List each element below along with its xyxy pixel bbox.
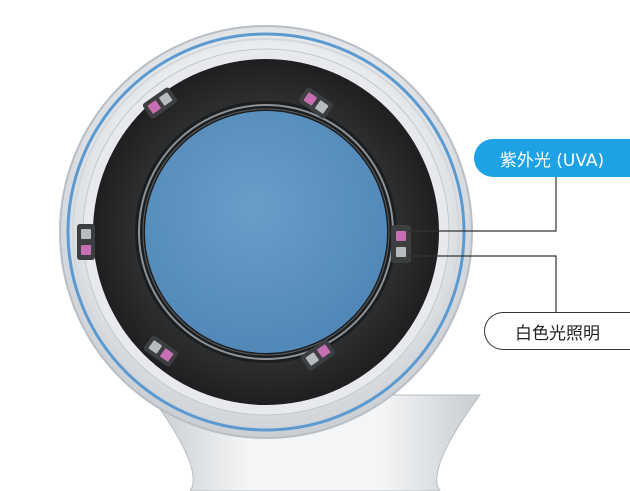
uva-callout-label: 紫外光 (UVA)	[474, 139, 630, 177]
magnifier-lens	[145, 111, 387, 353]
led-cluster-left	[77, 224, 95, 260]
led-cluster-bottom-left	[143, 335, 179, 367]
led-cluster-bottom-right	[300, 339, 336, 371]
led-cluster-top-right	[298, 87, 334, 119]
led-cluster-top-left	[142, 87, 178, 119]
led-cluster-right	[391, 225, 411, 263]
white-light-callout-label: 白色光照明	[484, 312, 630, 350]
white-leader-line	[408, 255, 557, 312]
uva-leader-line	[408, 177, 557, 232]
